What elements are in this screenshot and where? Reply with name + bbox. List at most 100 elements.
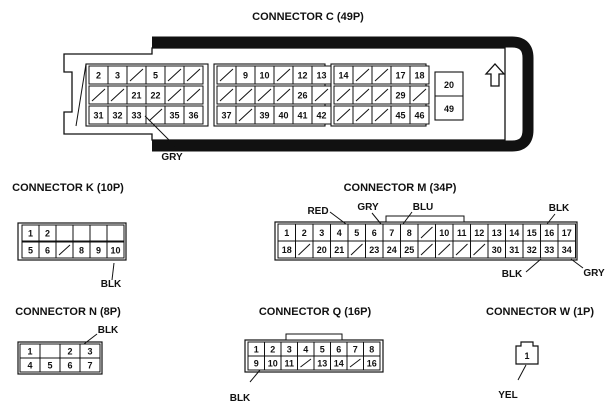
connector-m-wire-red-leader	[329, 211, 347, 225]
empty-cavity-slash	[355, 68, 370, 82]
connector-q-pin-9: 9	[247, 355, 265, 371]
connector-m-pin-17: 17	[557, 223, 576, 242]
connector-c-cavity	[371, 105, 392, 125]
connector-w-pin-1: 1	[524, 351, 529, 361]
connector-m-pin-2-label: 2	[302, 228, 307, 238]
connector-w-wire-leader	[517, 364, 527, 381]
connector-m-wire-red: RED	[307, 206, 328, 217]
connector-c-wire-leader	[144, 115, 176, 147]
connector-q-pin-8-label: 8	[369, 345, 374, 355]
connector-m-cavity	[435, 240, 454, 259]
connector-c-cavity	[164, 65, 185, 85]
connector-m-pin-18-label: 18	[282, 245, 292, 255]
connector-m-pin-30: 30	[487, 240, 506, 259]
connector-m-pin-16: 16	[540, 223, 559, 242]
connector-c-pin-40: 40	[273, 105, 294, 125]
connector-m-pin-5-label: 5	[354, 228, 359, 238]
connector-q-wire-leader	[249, 369, 261, 383]
empty-cavity-slash	[238, 88, 253, 102]
connector-c-cavity	[371, 65, 392, 85]
connector-c-cavity	[409, 85, 430, 105]
connector-c-pin-2: 2	[88, 65, 109, 85]
connector-c-pin-13-label: 13	[316, 71, 326, 81]
connector-w-wire-label: YEL	[498, 390, 517, 401]
connector-c-pin-39: 39	[254, 105, 275, 125]
connector-m-pin-15-label: 15	[527, 228, 537, 238]
connector-c-cavity	[235, 85, 256, 105]
connector-k-wire-leader	[111, 262, 115, 281]
connector-n-pin-4: 4	[19, 357, 41, 373]
connector-c-cavity	[183, 85, 204, 105]
connector-c-cavity	[352, 105, 373, 125]
connector-m-pin-13: 13	[487, 223, 506, 242]
connector-k-pin-2-label: 2	[45, 229, 50, 239]
connector-n-pin-2-label: 2	[67, 347, 72, 357]
empty-cavity-slash	[276, 88, 291, 102]
empty-cavity-slash	[473, 243, 486, 256]
connector-c-pin-33: 33	[126, 105, 147, 125]
connector-c-pin-21: 21	[126, 85, 147, 105]
connector-c-cavity	[183, 65, 204, 85]
connector-m-wire-blk-top: BLK	[549, 203, 570, 214]
connector-c-pin-39-label: 39	[259, 111, 269, 121]
connector-c-cavity	[352, 65, 373, 85]
connector-c-pin-45-label: 45	[395, 111, 405, 121]
empty-cavity-slash	[257, 88, 272, 102]
connector-m-pin-10: 10	[435, 223, 454, 242]
connector-m-pin-31-label: 31	[509, 245, 519, 255]
connector-k-cavity	[72, 224, 91, 242]
connector-c-cavity	[126, 65, 147, 85]
connector-c-pin-41: 41	[292, 105, 313, 125]
connector-q-pin-7-label: 7	[353, 345, 358, 355]
connector-q-pin-9-label: 9	[254, 359, 259, 369]
connector-q-pin-13: 13	[313, 355, 331, 371]
empty-cavity-slash	[219, 68, 234, 82]
connector-c-pin-49: 49	[444, 104, 454, 114]
connector-m-pin-6-label: 6	[372, 228, 377, 238]
connector-m-pin-15: 15	[522, 223, 541, 242]
connector-q-wire-label: BLK	[230, 393, 251, 404]
connector-k-pin-5: 5	[21, 241, 40, 259]
connector-k-pin-2: 2	[38, 224, 57, 242]
connector-c-pin-3: 3	[107, 65, 128, 85]
connector-q-pin-3-label: 3	[287, 345, 292, 355]
connector-m-pin-4: 4	[330, 223, 349, 242]
connector-m-pin-11: 11	[452, 223, 471, 242]
connector-c-cavity	[352, 85, 373, 105]
connector-m-pin-3: 3	[312, 223, 331, 242]
connector-c-pin-37: 37	[216, 105, 237, 125]
connector-c-pin-35-label: 35	[169, 111, 179, 121]
connector-m-cavity	[295, 240, 314, 259]
connector-m-wire-gry-top: GRY	[357, 202, 379, 213]
empty-cavity-slash	[412, 88, 427, 102]
connector-c-cavity	[107, 85, 128, 105]
connector-m-pin-34: 34	[557, 240, 576, 259]
connector-c-pin-18-label: 18	[414, 71, 424, 81]
connector-n-wire-leader	[83, 333, 98, 345]
connector-m-pin-18: 18	[277, 240, 296, 259]
empty-cavity-slash	[336, 108, 351, 122]
connector-c-pin-32: 32	[107, 105, 128, 125]
connector-m-pin-1-label: 1	[284, 228, 289, 238]
connector-m-cavity	[470, 240, 489, 259]
connector-n-pin-4-label: 4	[27, 361, 32, 371]
connector-m-wire-blu-leader	[402, 211, 413, 225]
connector-q-pin-5: 5	[313, 341, 331, 357]
connector-c-pin-14-label: 14	[338, 71, 348, 81]
connector-m-pin-32: 32	[522, 240, 541, 259]
empty-cavity-slash	[355, 108, 370, 122]
connector-m-pin-24: 24	[382, 240, 401, 259]
connector-q-pin-4-label: 4	[303, 345, 308, 355]
connector-c-pin-26-label: 26	[297, 91, 307, 101]
connector-q-cavity	[346, 355, 364, 371]
connector-m-pin-25: 25	[400, 240, 419, 259]
connector-k-pin-1-label: 1	[28, 229, 33, 239]
connector-k-pin-1: 1	[21, 224, 40, 242]
connector-c-key-slash	[75, 63, 87, 127]
connector-m-pin-11-label: 11	[457, 228, 467, 238]
connector-m-cavity	[417, 240, 436, 259]
